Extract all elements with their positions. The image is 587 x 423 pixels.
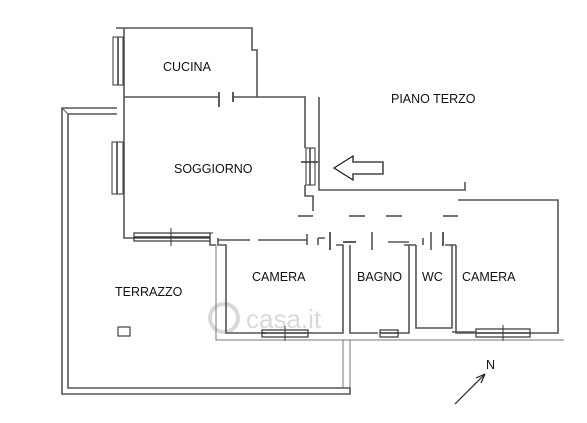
watermark-logo-icon [208, 302, 240, 334]
east-wall [478, 199, 559, 334]
entrance-arrow-icon [332, 154, 384, 182]
bagno-walls [349, 232, 410, 334]
room-label-cucina: CUCINA [163, 60, 212, 74]
room-label-soggiorno: SOGGIORNO [174, 162, 253, 176]
room-label-camera-2: CAMERA [462, 270, 516, 284]
parapet-corner-nw [61, 107, 69, 115]
north-arrow-icon [454, 373, 486, 405]
room-label-camera-1: CAMERA [252, 270, 306, 284]
room-label-bagno: BAGNO [357, 270, 402, 284]
floor-label: PIANO TERZO [391, 92, 476, 106]
camera-2-walls [452, 244, 476, 334]
wc-walls [409, 232, 453, 329]
watermark: casa.it [208, 302, 322, 334]
terrazzo-drain [117, 326, 131, 337]
watermark-text: casa.it [246, 304, 322, 334]
terrazzo-parapet [61, 107, 351, 395]
room-label-wc: WC [422, 270, 443, 284]
room-label-terrazzo: TERRAZZO [115, 285, 183, 299]
compass-label: N [486, 358, 495, 372]
soggiorno-walls [123, 96, 314, 239]
camera-1-walls [209, 234, 344, 334]
corridor-walls [318, 97, 466, 191]
north-arrow-head [475, 373, 486, 384]
